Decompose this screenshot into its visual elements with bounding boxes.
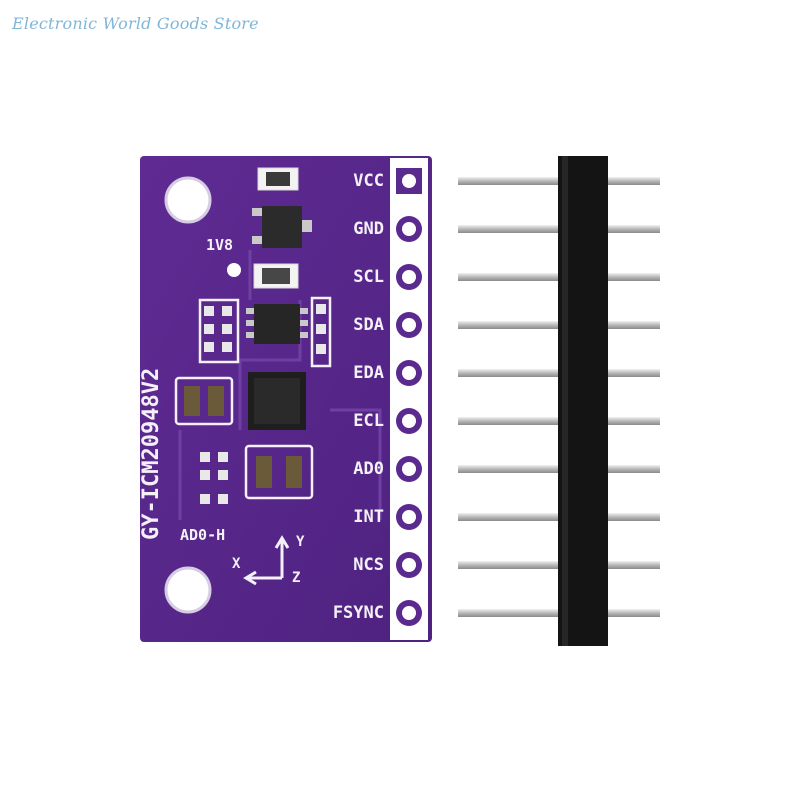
solder-pad-hole xyxy=(402,414,416,428)
regulator-chip xyxy=(262,206,302,248)
pin-label-eda: EDA xyxy=(353,363,384,383)
regulator-lead xyxy=(302,220,312,232)
level-shifter-chip xyxy=(254,304,300,344)
capacitor-pair-outline-2 xyxy=(244,444,314,500)
chip-leads xyxy=(246,308,308,338)
pin-label-int: INT xyxy=(353,507,384,527)
pin-labels: VCC GND SCL SDA EDA ECL AD0 INT NCS FSYN… xyxy=(333,171,384,623)
solder-pad-hole xyxy=(402,318,416,332)
pin-label-ncs: NCS xyxy=(353,555,384,575)
capacitor-left-a xyxy=(184,386,200,416)
pin-label-ecl: ECL xyxy=(353,411,384,431)
pin-header xyxy=(458,156,660,646)
resistor-array-left xyxy=(198,298,240,364)
pin-label-gnd: GND xyxy=(353,219,384,239)
capacitor-right-a xyxy=(256,456,272,488)
resistor-pads-left xyxy=(204,306,232,352)
resistor-pads-bottom xyxy=(200,452,228,504)
icm-sensor-die xyxy=(254,378,300,424)
resistor-array-right xyxy=(310,296,332,368)
jumper-label: AD0-H xyxy=(180,526,225,544)
solder-pad-hole xyxy=(402,558,416,572)
resistor-pads-right xyxy=(316,304,326,354)
header-plastic-highlight xyxy=(562,156,568,646)
capacitor-left-b xyxy=(208,386,224,416)
regulator-lead xyxy=(252,236,262,244)
model-silkscreen: GY-ICM20948V2 xyxy=(139,368,164,540)
capacitor-top xyxy=(266,172,290,186)
axis-label-x: X xyxy=(232,556,241,572)
axis-label-y: Y xyxy=(296,534,305,550)
solder-pad-hole xyxy=(402,462,416,476)
mounting-hole-bottom xyxy=(164,566,212,614)
capacitor-mid xyxy=(262,268,290,284)
solder-pad-hole xyxy=(402,366,416,380)
solder-pad-hole xyxy=(402,222,416,236)
regulator-lead xyxy=(252,208,262,216)
solder-pad-hole xyxy=(402,174,416,188)
solder-pads xyxy=(396,168,422,626)
via-hole xyxy=(227,263,241,277)
solder-pad-hole xyxy=(402,270,416,284)
pin-label-fsync: FSYNC xyxy=(333,603,384,623)
solder-pad-hole xyxy=(402,606,416,620)
pin-label-ad0: AD0 xyxy=(353,459,384,479)
regulator-label: 1V8 xyxy=(206,236,233,254)
capacitor-pair-outline xyxy=(174,376,234,426)
capacitor-right-b xyxy=(286,456,302,488)
pin-label-scl: SCL xyxy=(353,267,384,287)
solder-pad-hole xyxy=(402,510,416,524)
pin-label-sda: SDA xyxy=(353,315,384,335)
axis-indicator xyxy=(243,535,290,586)
axis-label-z: Z xyxy=(292,570,300,586)
store-watermark: Electronic World Goods Store xyxy=(12,14,259,33)
pin-label-vcc: VCC xyxy=(353,171,384,191)
breakout-board: GY-ICM20948V2 1V8 AD0-H Y X Z VCC GND SC… xyxy=(139,156,432,642)
mounting-hole-top xyxy=(164,176,212,224)
